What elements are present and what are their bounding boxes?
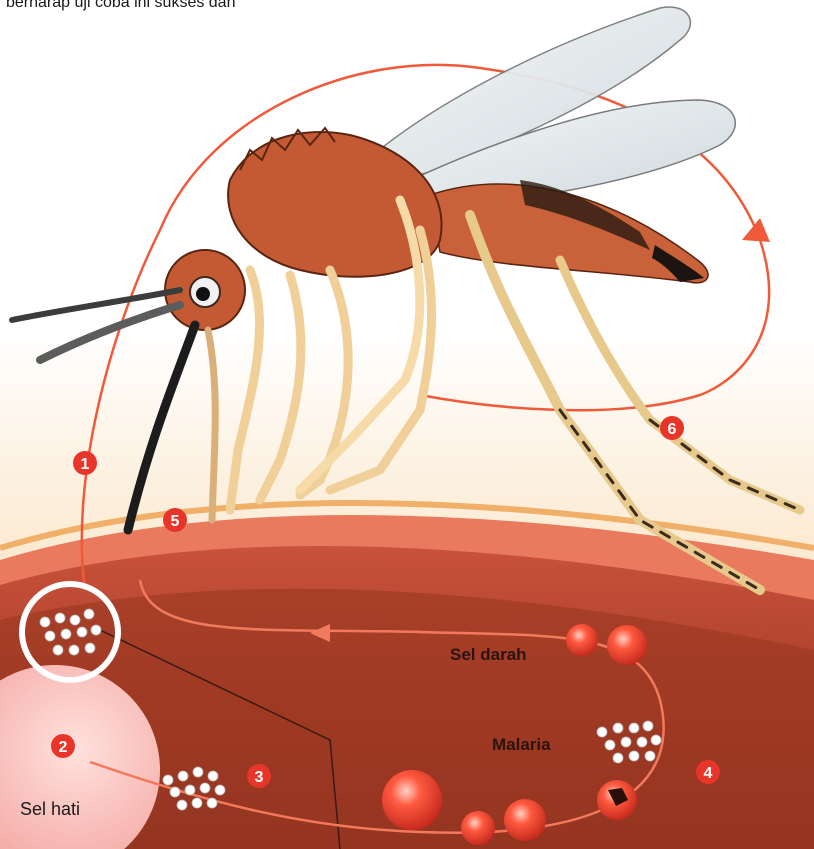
step-badge-1: 1 (73, 451, 97, 475)
label-sel-hati: Sel hati (20, 799, 80, 819)
step-number: 5 (171, 513, 180, 530)
label-sel-darah: Sel darah (450, 645, 527, 664)
step-badge-3: 3 (247, 764, 271, 788)
step-badge-6: 6 (660, 416, 684, 440)
step-badge-5: 5 (163, 508, 187, 532)
mosquito-pupil (196, 287, 210, 301)
step-badge-4: 4 (696, 760, 720, 784)
red-blood-cell (607, 625, 647, 665)
cycle-arrow-right (742, 218, 770, 242)
step-number: 4 (704, 765, 713, 782)
red-blood-cell (504, 799, 546, 841)
step-number: 2 (59, 739, 68, 756)
step-number: 3 (255, 769, 264, 786)
step-badge-2: 2 (51, 734, 75, 758)
red-blood-cell (382, 770, 442, 830)
label-malaria: Malaria (492, 735, 551, 754)
red-blood-cell (566, 624, 598, 656)
step-number: 6 (668, 421, 677, 438)
red-blood-cell (461, 811, 495, 845)
step-number: 1 (81, 456, 90, 473)
